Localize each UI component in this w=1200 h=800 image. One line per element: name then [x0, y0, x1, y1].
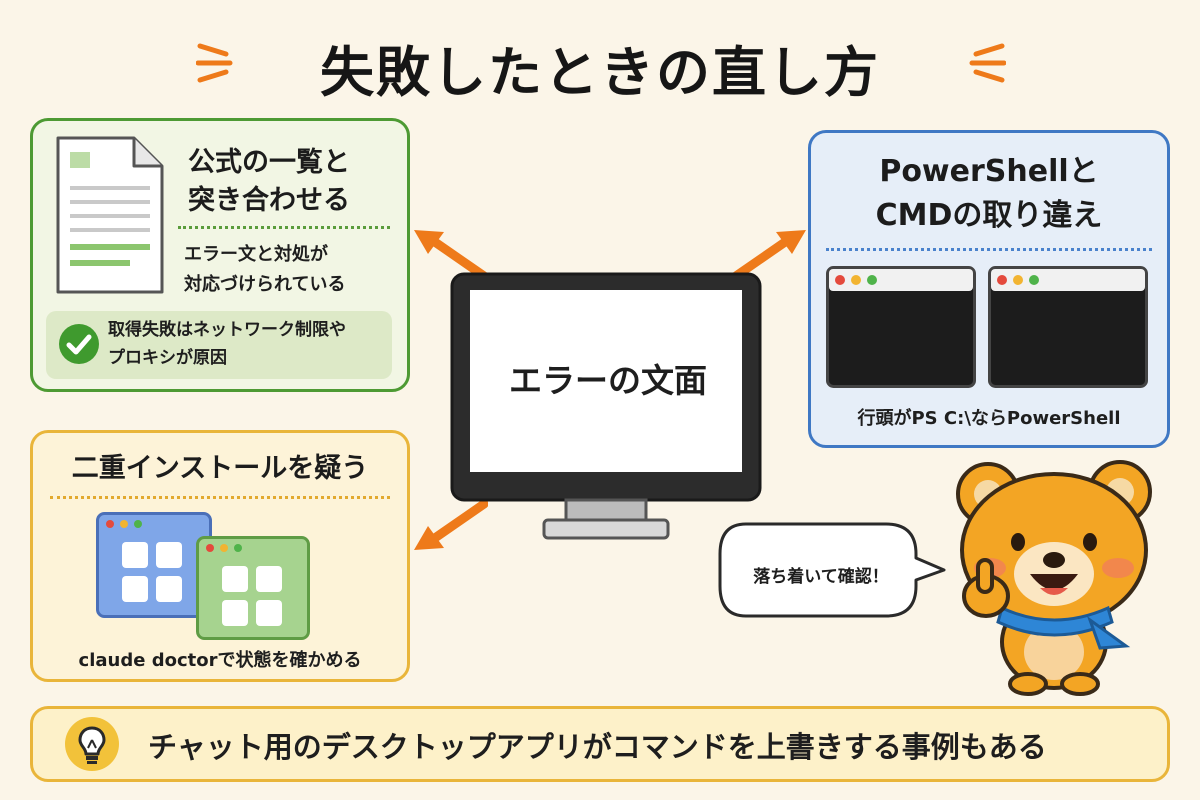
- formula-divider: [178, 226, 390, 229]
- shell-caption: 行頭がPS C:\ならPowerShell: [857, 408, 1121, 429]
- lightbulb-icon: [65, 717, 119, 771]
- formula-note-line1: 取得失敗はネットワーク制限や: [108, 320, 346, 340]
- formula-note-box: [46, 311, 392, 379]
- document-icon: [56, 136, 164, 294]
- tip-bar: [30, 706, 1170, 782]
- formula-description: エラー文と対処が 対応づけられている: [184, 240, 404, 300]
- title-spark-right-icon: [969, 43, 1006, 83]
- formula-title-line1: 公式の一覧と: [188, 147, 350, 178]
- page-title: 失敗したときの直し方: [320, 41, 880, 104]
- formula-note-text: 取得失敗はネットワーク制限や プロキシが原因: [108, 316, 390, 372]
- speech-bubble: [718, 522, 946, 618]
- app-window-icon: [96, 512, 212, 618]
- app-window-icon: [196, 536, 310, 640]
- speech-bubble-text: 落ち着いて確認！: [753, 567, 889, 587]
- check-icon: [59, 324, 99, 364]
- monitor-icon: [450, 272, 762, 540]
- title-spark-left-icon: [196, 43, 233, 83]
- formula-note-line2: プロキシが原因: [108, 348, 227, 368]
- arrow-icon: [414, 499, 488, 550]
- arrow-icon: [732, 230, 806, 281]
- shell-divider: [826, 248, 1152, 251]
- terminal-window-icon: [826, 266, 976, 388]
- arrow-icon: [414, 230, 488, 281]
- double-install-divider: [50, 496, 390, 499]
- shell-title: PowerShellと CMDの取り違え: [808, 150, 1170, 238]
- double-install-caption: claude doctorで状態を確かめる: [78, 650, 362, 671]
- terminal-window-icon: [988, 266, 1148, 388]
- double-install-title: 二重インストールを疑う: [71, 453, 369, 484]
- formula-title-line2: 突き合わせる: [188, 185, 350, 216]
- formula-title: 公式の一覧と 突き合わせる: [188, 144, 408, 220]
- monitor-screen-label: エラーの文面: [509, 361, 707, 400]
- formula-desc-line1: エラー文と対処が: [184, 244, 328, 265]
- shell-title-line1: PowerShellと: [879, 154, 1099, 189]
- bear-mascot: [956, 460, 1152, 696]
- formula-desc-line2: 対応づけられている: [184, 274, 346, 295]
- shell-title-line2: CMDの取り違え: [875, 198, 1103, 233]
- tip-text: チャット用のデスクトップアプリがコマンドを上書きする事例もある: [148, 730, 1047, 764]
